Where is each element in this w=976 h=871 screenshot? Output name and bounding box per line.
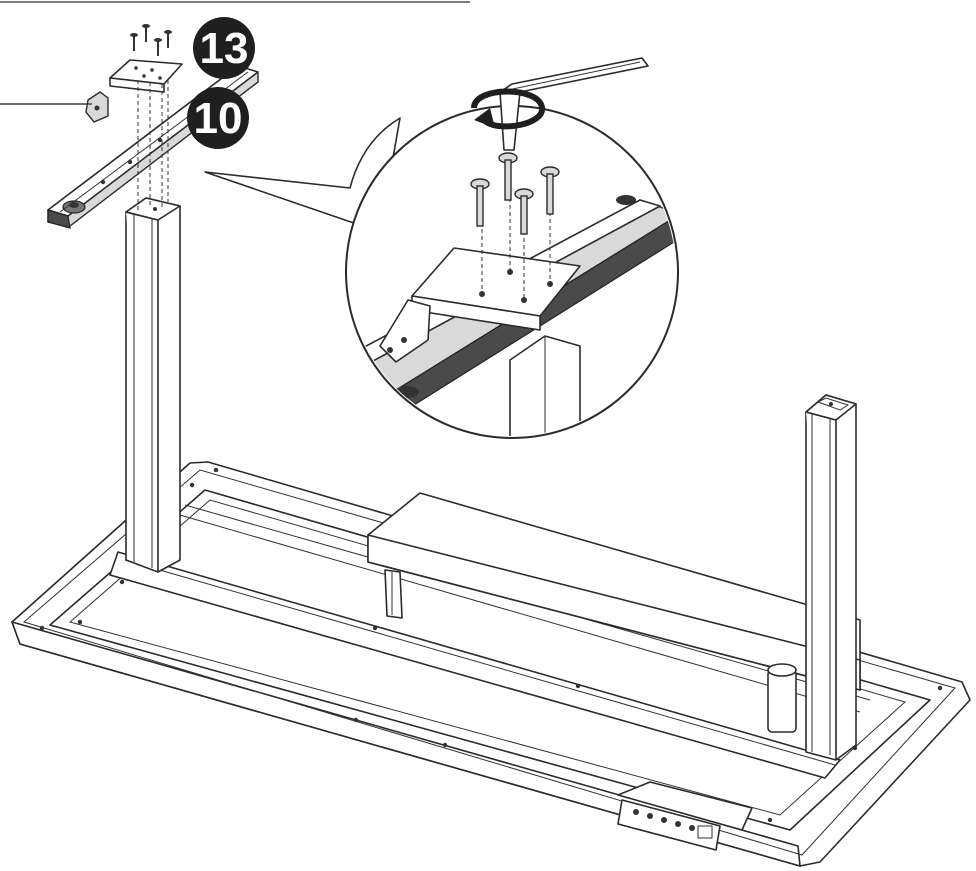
zoom-screws: [470, 152, 560, 235]
callout-label-10: 10: [194, 94, 243, 143]
callout-badge-13: 13: [193, 17, 255, 79]
callout-label-13: 13: [200, 24, 249, 73]
hex-key-icon: [499, 57, 649, 151]
rotate-arrow-icon: [471, 88, 545, 130]
alignment-lines: [137, 80, 169, 210]
callout-badge-10: 10: [187, 87, 249, 149]
screw-icon: [130, 24, 172, 56]
detail-zoom-view: [204, 105, 679, 439]
mounting-plate-part-13: [85, 59, 183, 123]
motor: [767, 663, 797, 733]
table-frame: [11, 461, 971, 867]
left-leg: [125, 197, 181, 573]
control-box: [367, 492, 861, 691]
right-leg: [805, 394, 857, 761]
control-panel-icon: [617, 781, 753, 851]
